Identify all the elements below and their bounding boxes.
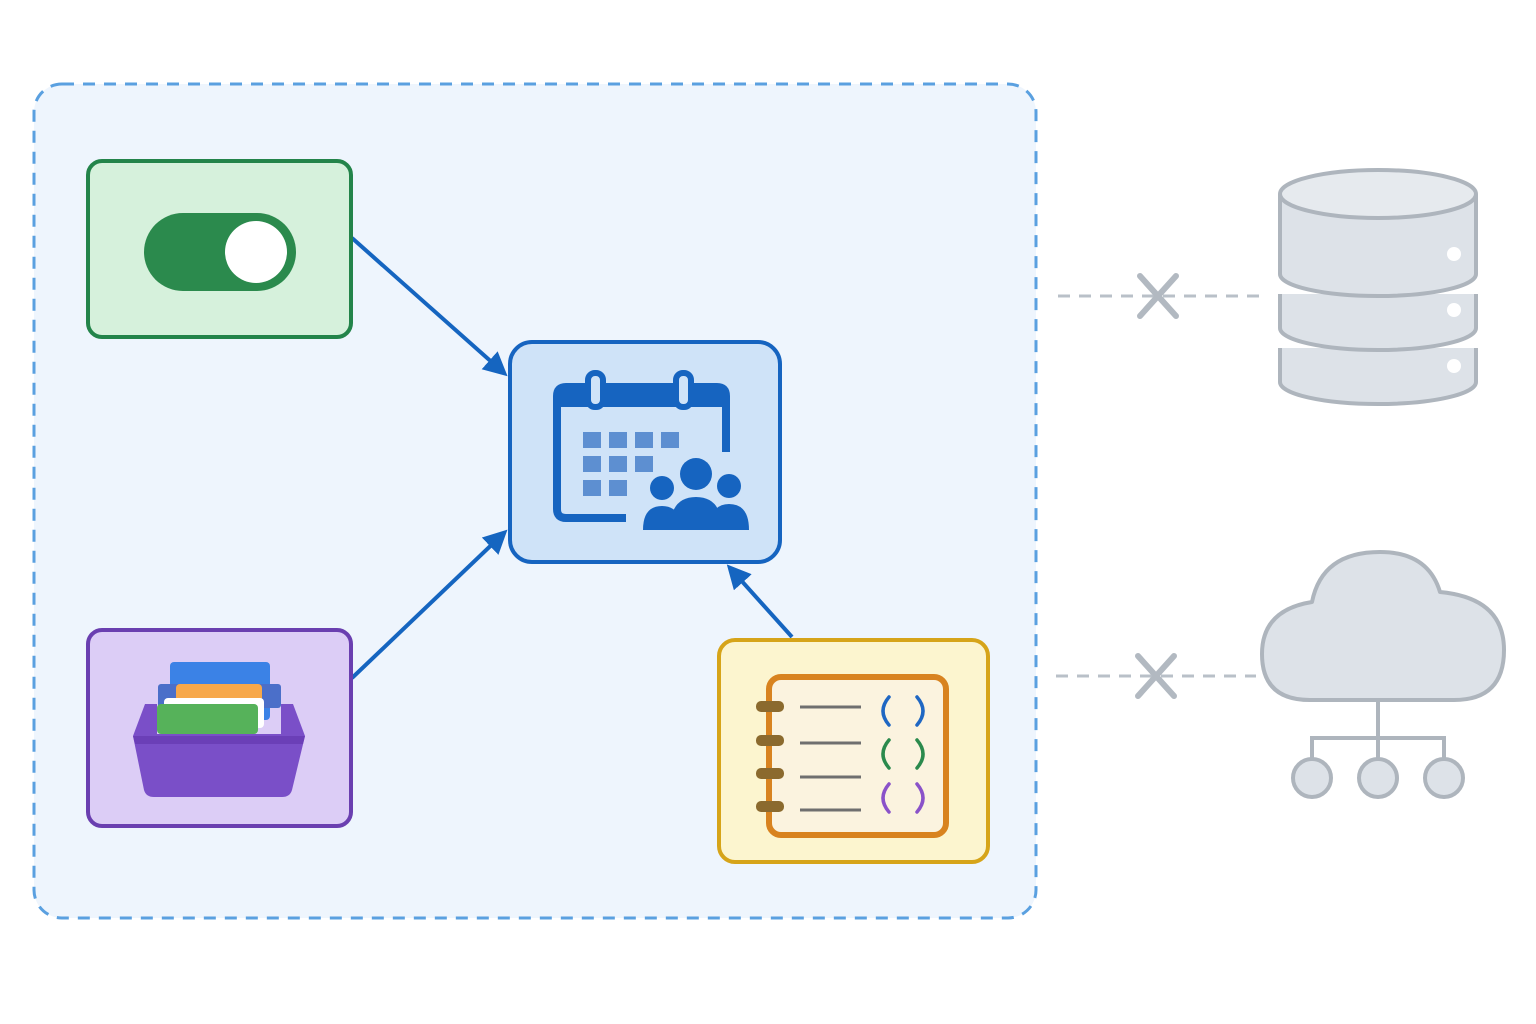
- blocked-link-cloud: [1056, 653, 1256, 699]
- blocked-link-database: [1058, 273, 1262, 319]
- toggle-switch-icon: [144, 213, 296, 291]
- cloud-network-icon: [1260, 550, 1506, 799]
- arrow-toggle-to-calendar: [350, 236, 508, 377]
- calendar-card[interactable]: [508, 340, 782, 564]
- people-icon: [643, 458, 749, 530]
- arrows: [350, 236, 794, 680]
- notebook-card[interactable]: [717, 638, 990, 864]
- database-icon: [1278, 168, 1478, 406]
- arrow-inbox-to-calendar: [350, 529, 508, 680]
- blocked-x-icon: [1137, 273, 1179, 319]
- notebook-list-icon: [756, 674, 949, 838]
- toggle-card[interactable]: [86, 159, 353, 339]
- blocked-x-icon: [1135, 653, 1177, 699]
- inbox-tray-icon: [133, 662, 305, 797]
- arrow-notebook-to-calendar: [726, 564, 794, 639]
- inbox-card[interactable]: [86, 628, 353, 828]
- calendar-team-icon: [553, 370, 749, 530]
